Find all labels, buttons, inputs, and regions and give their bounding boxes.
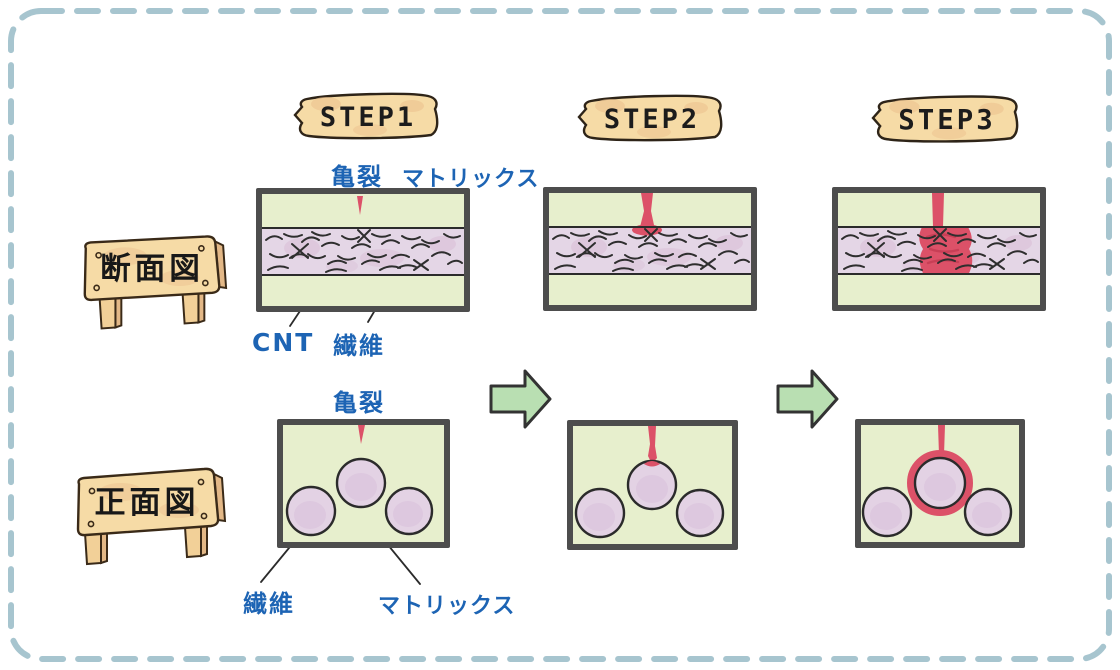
cross-section-sign-label: 断面図 <box>100 252 204 287</box>
nail-icon <box>88 487 96 495</box>
step2-label: STEP2 <box>604 104 700 135</box>
arrow-step1-to-step2-icon <box>483 366 555 432</box>
fiber-label-top: 繊維 <box>333 332 385 360</box>
step1-banner: STEP1 <box>292 88 442 144</box>
nail-icon <box>95 251 102 259</box>
step2-banner: STEP2 <box>576 90 726 146</box>
crack-shape <box>639 193 655 233</box>
matrix-label-bottom: マトリックス <box>378 594 516 619</box>
fiber-label-bottom: 繊維 <box>243 590 295 618</box>
nail-icon <box>197 478 205 486</box>
cnt-label: CNT <box>252 328 315 357</box>
crack-contact <box>644 461 660 467</box>
sign-left-leg <box>98 295 117 330</box>
crack-label-bottom: 亀裂 <box>333 389 385 417</box>
sign-right-leg <box>181 291 200 325</box>
front-view-sign-label: 正面図 <box>95 485 200 521</box>
arrow-step2-to-step3-icon <box>770 366 842 432</box>
crack-shape <box>938 425 945 455</box>
nail-icon <box>87 520 95 528</box>
step3-banner: STEP3 <box>870 90 1022 148</box>
nail-icon <box>198 245 205 252</box>
crack-shape <box>648 426 657 464</box>
step3-label: STEP3 <box>898 105 996 136</box>
nail-icon <box>201 279 209 287</box>
front-view-step2-panel <box>567 420 738 550</box>
crack-shape <box>932 193 944 227</box>
nail-icon <box>200 512 208 520</box>
cross-section-step3-panel <box>832 187 1046 311</box>
crack-shape <box>357 196 363 215</box>
cross-section-sign: 断面図 <box>66 226 234 336</box>
cross-section-step1-panel <box>256 188 470 312</box>
cross-section-step2-panel <box>543 187 757 311</box>
crack-shape <box>358 425 365 444</box>
step1-label: STEP1 <box>320 102 416 133</box>
sign-right-leg <box>183 524 202 559</box>
front-view-sign: 正面図 <box>60 460 232 570</box>
nail-icon <box>93 284 100 292</box>
front-view-step1-panel <box>277 419 450 548</box>
crack-label-top: 亀裂 <box>331 163 383 191</box>
resin-ring <box>907 450 973 516</box>
matrix-label-top: マトリックス <box>402 167 540 192</box>
front-view-step3-panel <box>855 419 1025 548</box>
sign-left-leg <box>83 530 102 566</box>
